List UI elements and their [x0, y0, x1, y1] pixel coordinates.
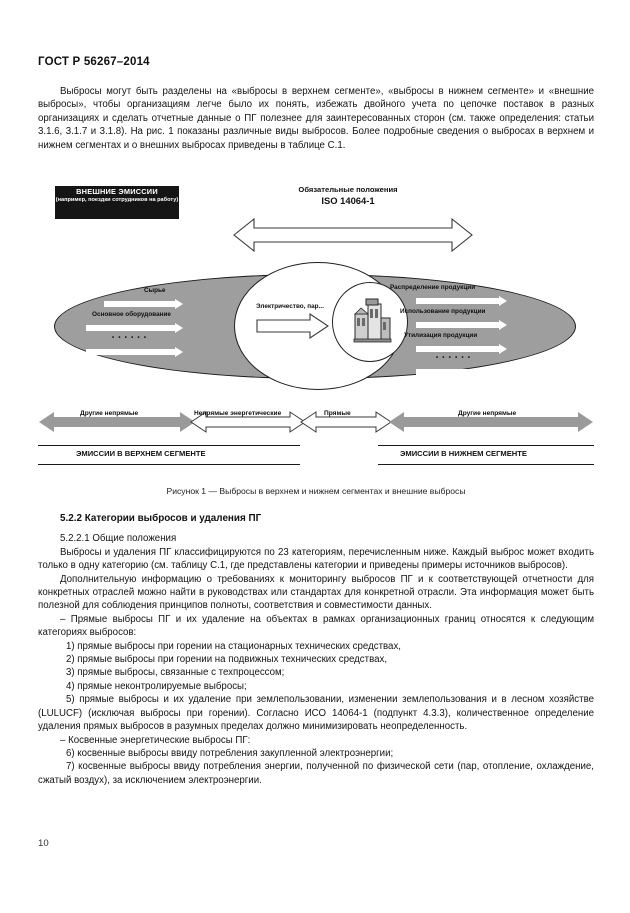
direct-emissions-dash: – Прямые выбросы ПГ и их удаление на объ… — [38, 613, 594, 639]
upstream-label-raw-materials: Сырье — [144, 287, 166, 294]
intro-paragraph: Выбросы могут быть разделены на «выбросы… — [38, 86, 594, 151]
upstream-segment-banner: ЭМИССИИ В ВЕРХНЕМ СЕГМЕНТЕ — [38, 445, 300, 465]
center-hollow-arrow — [256, 313, 329, 339]
downstream-arrow-1 — [416, 295, 507, 306]
upstream-arrow-2 — [86, 322, 183, 333]
list-item: 7) косвенные выбросы ввиду потребления э… — [38, 761, 594, 786]
iso-mandatory-caption: Обязательные положения ISO 14064-1 — [228, 185, 468, 207]
downstream-label-disposal: Утилизация продукции — [404, 332, 478, 339]
section-paragraph-2: Дополнительную информацию о требованиях … — [38, 573, 594, 612]
downstream-dots: • • • • • • — [436, 355, 472, 361]
upstream-label-equipment: Основное оборудование — [92, 311, 171, 318]
list-item: 1) прямые выбросы при горении на стацион… — [66, 640, 401, 652]
external-emissions-box: ВНЕШНИЕ ЭМИССИИ (например, поездки сотру… — [55, 186, 179, 219]
scope-label-indirect-energy: Непрямые энергетические — [194, 410, 282, 417]
upstream-segment-banner-label: ЭМИССИИ В ВЕРХНЕМ СЕГМЕНТЕ — [76, 449, 206, 458]
list-item: 5) прямые выбросы и их удаление при земл… — [38, 694, 594, 733]
list-item: 4) прямые неконтролируемые выбросы; — [66, 680, 247, 692]
scope-band-row: Другие непрямые Непрямые энергетические … — [38, 402, 594, 444]
downstream-segment-banner-label: ЭМИССИИ В НИЖНЕМ СЕГМЕНТЕ — [400, 449, 527, 458]
downstream-arrow-2 — [416, 319, 507, 330]
spacer — [38, 525, 594, 532]
list-item: 3) прямые выбросы, связанные с техпроцес… — [66, 667, 285, 679]
figure-1: ВНЕШНИЕ ЭМИССИИ (например, поездки сотру… — [38, 183, 594, 496]
list-item: 6) косвенные выбросы ввиду потребления з… — [66, 747, 394, 759]
list-item: 2) прямые выбросы при горении на подвижн… — [66, 654, 388, 666]
upstream-arrow-1 — [104, 298, 183, 309]
standard-header: ГОСТ Р 56267–2014 — [38, 56, 150, 68]
scope-arrow-other-indirect-downstream — [389, 412, 593, 432]
external-emissions-title: ВНЕШНИЕ ЭМИССИИ — [76, 187, 158, 196]
upstream-dots: • • • • • • — [112, 335, 148, 341]
center-label-electricity: Электричество, пар... — [256, 303, 324, 310]
downstream-label-distribution: Распределение продукции — [390, 284, 476, 291]
page-number: 10 — [38, 838, 49, 849]
indirect-energy-dash: – Косвенные энергетические выбросы ПГ: — [60, 734, 251, 746]
downstream-arrow-4 — [416, 366, 507, 377]
section-heading: 5.2.2 Категории выбросов и удаления ПГ — [60, 513, 262, 524]
downstream-arrow-3 — [416, 343, 507, 354]
downstream-segment-banner: ЭМИССИИ В НИЖНЕМ СЕГМЕНТЕ — [378, 445, 594, 465]
scope-label-other-indirect-downstream: Другие непрямые — [458, 410, 517, 417]
scope-label-direct: Прямые — [324, 410, 351, 417]
scope-arrow-other-indirect-upstream — [39, 412, 195, 432]
figure-caption: Рисунок 1 — Выбросы в верхнем и нижнем с… — [166, 486, 466, 496]
iso-caption-line2: ISO 14064-1 — [321, 195, 375, 206]
factory-icon — [353, 298, 392, 343]
external-emissions-subtitle: (например, поездки сотрудников на работу… — [55, 196, 179, 203]
iso-scope-double-arrow — [233, 217, 473, 253]
subsection-heading: 5.2.2.1 Общие положения — [60, 533, 177, 545]
upstream-arrow-3 — [86, 346, 183, 357]
document-body: Выбросы могут быть разделены на «выбросы… — [38, 85, 594, 152]
section-paragraph-1: Выбросы и удаления ПГ классифицируются п… — [38, 546, 594, 572]
scope-label-other-indirect-upstream: Другие непрямые — [80, 410, 139, 417]
iso-caption-line1: Обязательные положения — [298, 185, 398, 194]
downstream-label-use: Использование продукции — [400, 308, 486, 315]
section-5-2-2: 5.2.2 Категории выбросов и удаления ПГ 5… — [38, 512, 594, 787]
